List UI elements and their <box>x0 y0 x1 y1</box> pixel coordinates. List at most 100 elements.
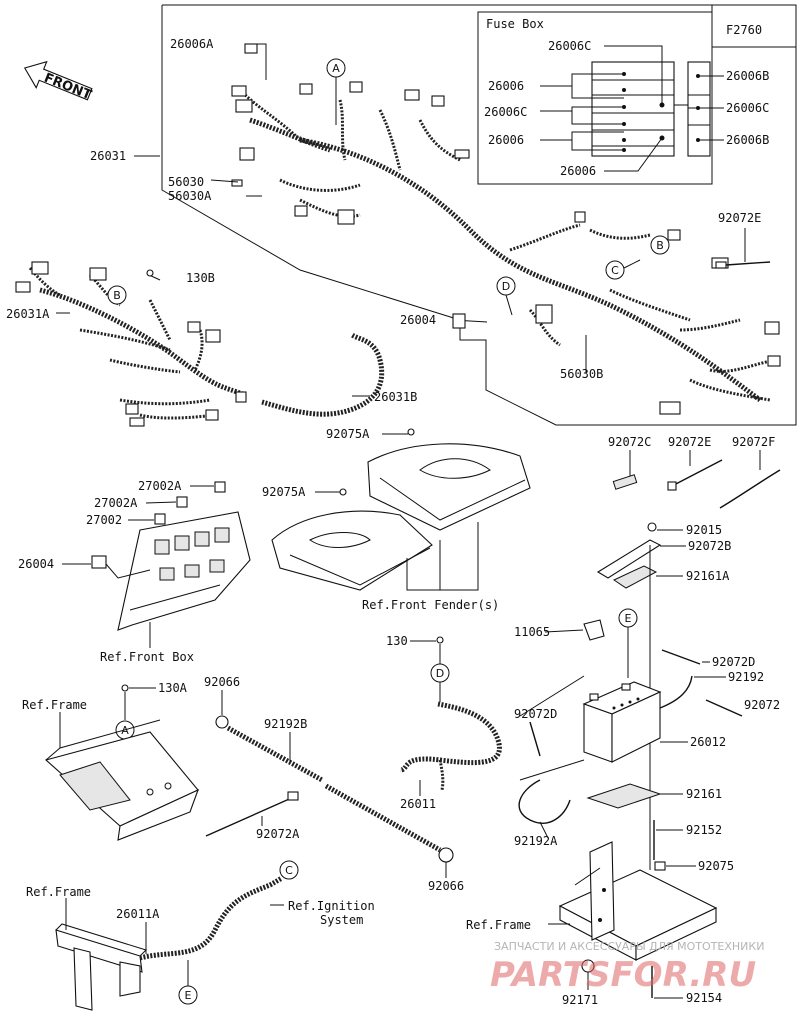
harness-26031A <box>15 261 247 427</box>
band-92072A <box>205 791 299 837</box>
band-92072D-right <box>661 649 701 665</box>
callout-B-left: B <box>107 285 127 305</box>
label-26006A: 26006A <box>170 37 214 51</box>
ref-ignition-1: Ref.Ignition <box>288 899 375 913</box>
label-92075A-1: 92075A <box>326 427 370 441</box>
callout-E-right: E <box>618 608 638 678</box>
label-92192B: 92192B <box>264 717 307 731</box>
pad-92161 <box>586 783 662 809</box>
label-92072F: 92072F <box>732 435 775 449</box>
callout-D-mid: D <box>430 644 450 702</box>
label-92161A: 92161A <box>686 569 730 583</box>
label-92072D-right: 92072D <box>712 655 755 669</box>
diagram-code: F2760 <box>726 23 762 37</box>
label-26012: 26012 <box>690 735 726 749</box>
label-26011A: 26011A <box>116 907 160 921</box>
label-92072E: 92072E <box>668 435 711 449</box>
label-26011: 26011 <box>400 797 436 811</box>
frame-bracket-left <box>44 719 199 841</box>
label-56030B: 56030B <box>560 367 603 381</box>
fuse-27002A-1 <box>214 481 226 493</box>
clamp-92072C <box>612 474 638 490</box>
frame-bottom-left <box>55 923 147 1011</box>
clamp-92072F <box>719 469 781 509</box>
label-92192A: 92192A <box>514 834 558 848</box>
fuse-box-block <box>591 61 711 157</box>
fuse-box-title: Fuse Box <box>486 17 544 31</box>
main-harness <box>231 43 781 415</box>
fuse-box-inset <box>477 11 713 185</box>
band-92072 <box>705 699 743 717</box>
harness-26011 <box>399 701 502 773</box>
label-92192: 92192 <box>728 670 764 684</box>
harness-group-outline <box>161 4 797 426</box>
clamp-92072E-top <box>715 261 727 269</box>
cover-11065 <box>583 619 605 641</box>
bolt-92075A-2 <box>339 488 347 496</box>
svg-text:A: A <box>121 724 129 737</box>
ref-frame-1: Ref.Frame <box>22 698 87 712</box>
callout-E-bottom: E <box>178 960 198 1005</box>
tube-92192A <box>518 779 571 824</box>
label-27002A-2: 27002A <box>94 496 138 510</box>
ref-front-box: Ref.Front Box <box>100 650 194 664</box>
svg-text:B: B <box>113 289 121 302</box>
svg-text:A: A <box>332 62 340 75</box>
label-130A: 130A <box>158 681 188 695</box>
front-fender-rear <box>367 443 531 531</box>
watermark: ЗАПЧАСТИ И АКСЕССУАРЫ ДЛЯ МОТОТЕХНИКИ PA… <box>490 940 764 995</box>
ref-ignition-2: System <box>320 913 363 927</box>
harness-26031B <box>261 332 385 417</box>
nut-92075 <box>654 861 666 871</box>
bolt-92075A-1 <box>407 428 415 436</box>
front-box <box>117 511 251 631</box>
ref-frame-2: Ref.Frame <box>26 885 91 899</box>
svg-text:B: B <box>656 239 664 252</box>
label-56030: 56030 <box>168 175 204 189</box>
label-92066-bottom: 92066 <box>428 879 464 893</box>
relay-26004 <box>452 313 466 329</box>
label-92161: 92161 <box>686 787 722 801</box>
label-92152: 92152 <box>686 823 722 837</box>
label-92072C: 92072C <box>608 435 651 449</box>
label-11065: 11065 <box>514 625 550 639</box>
plug-92066-bottom <box>438 847 454 863</box>
label-92072A: 92072A <box>256 827 300 841</box>
label-92075: 92075 <box>698 859 734 873</box>
fuse-27002A-2 <box>176 496 188 508</box>
fuse-label-26006C-r: 26006C <box>726 101 769 115</box>
label-27002: 27002 <box>86 513 122 527</box>
label-26031: 26031 <box>90 149 126 163</box>
label-26004-box: 26004 <box>18 557 54 571</box>
bolt-130A <box>121 684 129 692</box>
battery-tray <box>558 841 718 961</box>
svg-text:D: D <box>502 280 510 293</box>
watermark-line1: ЗАПЧАСТИ И АКСЕССУАРЫ ДЛЯ МОТОТЕХНИКИ <box>494 940 764 953</box>
fuse-label-26006C-top: 26006C <box>548 39 591 53</box>
label-92154: 92154 <box>686 991 722 1005</box>
svg-text:E: E <box>185 989 192 1002</box>
label-92072: 92072 <box>744 698 780 712</box>
svg-text:C: C <box>285 864 293 877</box>
svg-text:E: E <box>625 612 632 625</box>
fuse-label-26006-2: 26006 <box>488 133 524 147</box>
ref-front-fender: Ref.Front Fender(s) <box>362 598 499 612</box>
label-130B: 130B <box>186 271 215 285</box>
label-92075A-2: 92075A <box>262 485 306 499</box>
harness-26011A <box>139 875 284 961</box>
label-27002A-1: 27002A <box>138 479 182 493</box>
battery-26012 <box>582 681 662 763</box>
label-130: 130 <box>386 634 408 648</box>
label-92171: 92171 <box>562 993 598 1007</box>
label-26004-top: 26004 <box>400 313 436 327</box>
battery-hold-92072B <box>596 539 662 579</box>
front-fender-front <box>271 510 433 591</box>
tube-92192B <box>226 725 324 783</box>
label-92072E-top: 92072E <box>718 211 761 225</box>
front-arrow-label: FRONT <box>42 71 94 104</box>
bolt-130B <box>146 269 154 277</box>
front-arrow-icon: FRONT <box>23 60 94 104</box>
label-92072B: 92072B <box>688 539 731 553</box>
plug-92066-top <box>215 715 229 729</box>
